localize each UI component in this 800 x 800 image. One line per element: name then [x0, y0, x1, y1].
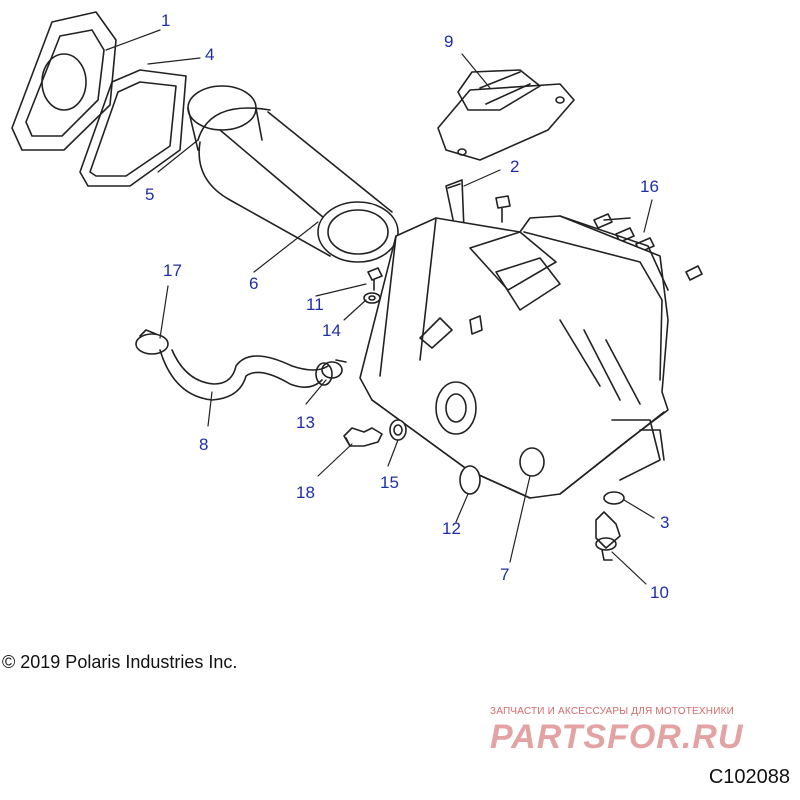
callout-14: 14 [322, 321, 341, 340]
callout-11: 11 [306, 295, 324, 314]
part-15-grommet [389, 419, 407, 441]
leader-lines [105, 29, 655, 585]
callout-6: 6 [249, 274, 259, 293]
part-10-valve [595, 511, 621, 561]
part-5-filter-element [187, 85, 263, 151]
part-12-plug [459, 465, 481, 495]
part-17-clamp [135, 329, 169, 355]
callout-1: 1 [161, 11, 171, 30]
callout-18: 18 [296, 483, 315, 502]
part-18-valve [343, 427, 383, 447]
part-11-bolt [367, 267, 383, 291]
callout-2: 2 [510, 157, 520, 176]
watermark-tagline: ЗАПЧАСТИ И АКСЕССУАРЫ ДЛЯ МОТОТЕХНИКИ [490, 706, 735, 717]
callout-17: 17 [163, 261, 182, 280]
part-13-clamp [321, 359, 347, 379]
callout-13: 13 [296, 413, 315, 432]
callout-8: 8 [199, 435, 209, 454]
callout-9: 9 [444, 32, 454, 51]
part-14-washer [363, 292, 381, 304]
callout-3: 3 [660, 513, 670, 532]
part-8-hose [159, 349, 333, 401]
copyright-text: © 2019 Polaris Industries Inc. [2, 652, 238, 672]
watermark-logo: PARTSFOR.RU [490, 718, 744, 756]
callout-7: 7 [500, 565, 510, 584]
callout-10: 10 [650, 583, 669, 602]
diagram-code: C102088 [708, 766, 790, 788]
part-9-bracket [437, 69, 575, 161]
part-6-air-filter [197, 107, 399, 263]
callout-12: 12 [442, 519, 461, 538]
callout-16: 16 [640, 177, 659, 196]
callout-15: 15 [380, 473, 399, 492]
callout-5: 5 [145, 185, 155, 204]
part-7-airbox [359, 215, 669, 499]
part-3-o-ring [603, 491, 625, 505]
part-1-inlet-boot [11, 11, 117, 151]
part-4-seal [79, 69, 187, 187]
callout-4: 4 [205, 45, 215, 64]
